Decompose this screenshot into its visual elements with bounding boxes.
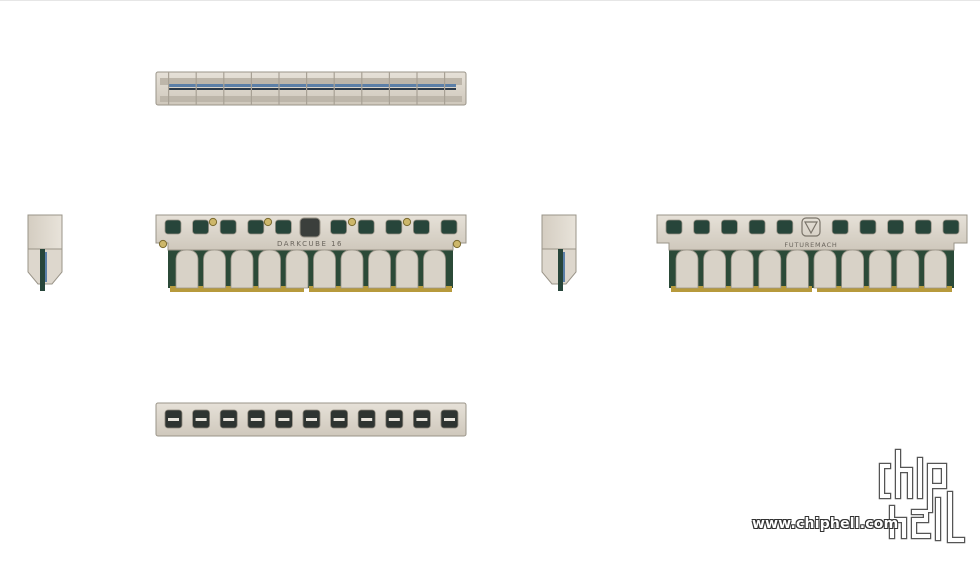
watermark-url: www.chiphell.com — [752, 516, 899, 532]
darkcube-slot — [357, 219, 375, 235]
bottom-slot-bar — [361, 418, 373, 421]
darkcube-slot — [274, 219, 292, 235]
futuremach-slot — [914, 219, 932, 235]
top-rib — [250, 72, 252, 105]
front-view-futuremach: FUTUREMACH — [656, 214, 968, 292]
front-view-darkcube: DARKCUBE 16 — [155, 214, 467, 292]
bottom-slot-bar — [223, 418, 235, 421]
darkcube-slot — [412, 219, 430, 235]
top-rib — [444, 72, 446, 105]
darkcube-label: DARKCUBE 16 — [277, 240, 343, 248]
futuremach-fin — [896, 249, 920, 289]
chiphell-logo-icon — [878, 448, 966, 544]
futuremach-fin — [813, 249, 837, 289]
futuremach-slot — [942, 219, 960, 235]
futuremach-logo-icon — [801, 217, 821, 237]
top-rib — [361, 72, 363, 105]
darkcube-slot — [164, 219, 182, 235]
darkcube-fin — [423, 249, 446, 289]
darkcube-slot — [330, 219, 348, 235]
darkcube-fin — [395, 249, 419, 289]
futuremach-fin — [786, 249, 809, 289]
futuremach-slot — [665, 219, 683, 235]
futuremach-fin — [730, 249, 754, 289]
futuremach-slot — [721, 219, 738, 235]
bottom-slot-bar — [306, 418, 317, 421]
bottom-slot-bar — [168, 418, 179, 421]
bottom-slot-bar — [195, 418, 207, 421]
top-rib — [195, 72, 197, 105]
darkcube-fin — [258, 249, 281, 289]
futuremach-slot — [776, 219, 794, 235]
darkcube-fin — [313, 249, 336, 289]
darkcube-fin — [230, 249, 254, 289]
bottom-slot-bar — [444, 418, 455, 421]
futuremach-slot — [887, 219, 904, 235]
darkcube-slot — [385, 219, 403, 235]
darkcube-fin — [368, 249, 391, 289]
futuremach-slot — [693, 219, 711, 235]
futuremach-fin — [841, 249, 864, 289]
screw-icon — [158, 239, 168, 249]
bottom-slot-bar — [333, 418, 345, 421]
screw-icon — [208, 217, 218, 227]
bottom-slot-bar — [416, 418, 428, 421]
screw-icon — [452, 239, 462, 249]
bottom-slot-bar — [278, 418, 290, 421]
futuremach-slot — [859, 219, 877, 235]
futuremach-fin — [868, 249, 892, 289]
top-rib — [223, 72, 225, 105]
screw-icon — [347, 217, 357, 227]
darkcube-fin — [340, 249, 364, 289]
side-view-right — [541, 214, 577, 291]
futuremach-fin — [675, 249, 699, 289]
futuremach-fin — [924, 249, 947, 289]
side-view-left — [27, 214, 63, 291]
darkcube-fin — [175, 249, 199, 289]
top-rib — [416, 72, 418, 105]
top-view — [155, 71, 467, 106]
darkcube-slot — [247, 219, 265, 235]
bottom-slot-bar — [250, 418, 262, 421]
top-border — [0, 0, 980, 1]
darkcube-slot — [440, 219, 458, 235]
screw-icon — [263, 217, 273, 227]
top-rib — [388, 72, 390, 105]
top-rib — [333, 72, 335, 105]
futuremach-label: FUTUREMACH — [784, 241, 837, 249]
top-rib — [306, 72, 308, 105]
darkcube-slot — [192, 219, 210, 235]
darkcube-fin — [285, 249, 309, 289]
top-view-ribs — [168, 72, 446, 105]
futuremach-slot — [831, 219, 849, 235]
darkcube-fin — [203, 249, 226, 289]
futuremach-fin — [758, 249, 782, 289]
screw-icon — [402, 217, 412, 227]
top-rib — [168, 72, 170, 105]
futuremach-slot — [748, 219, 766, 235]
bottom-view — [155, 402, 467, 437]
bottom-slot-bar — [388, 418, 400, 421]
top-rib — [278, 72, 280, 105]
futuremach-fin — [703, 249, 726, 289]
darkcube-slot — [219, 219, 237, 235]
